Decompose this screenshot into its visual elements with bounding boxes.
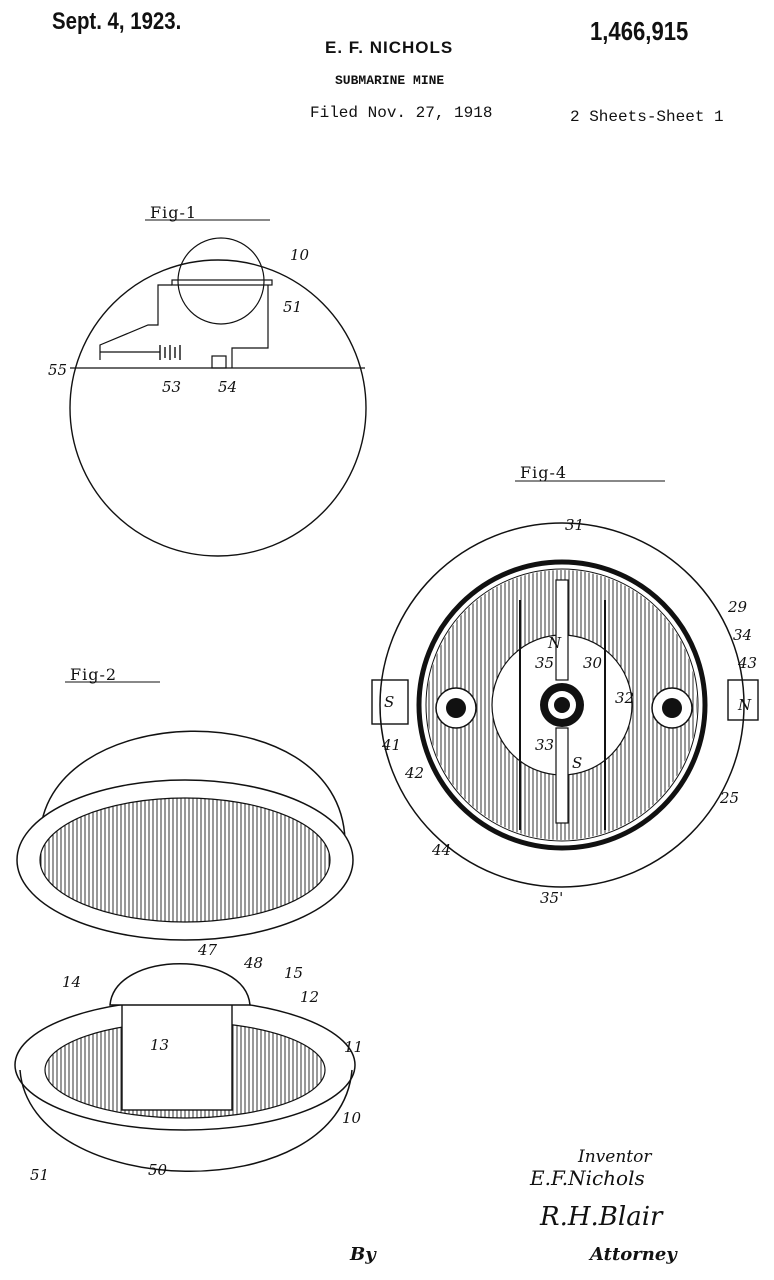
lower-hemisphere: [19, 1069, 353, 1172]
fig2-ref-50: 50: [148, 1161, 168, 1179]
attorney-label: Attorney: [588, 1244, 678, 1265]
fig4-ref-43: 43: [737, 654, 757, 672]
fig4-pole-n-right: N: [737, 696, 752, 714]
inventor-signature: E.F.Nichols: [529, 1166, 645, 1190]
fig2-ref-15: 15: [284, 964, 303, 982]
patent-date: Sept. 4, 1923.: [52, 8, 182, 35]
fig4-ref-29: 29: [727, 598, 748, 616]
attorney-signature: R.H.Blair: [539, 1202, 664, 1232]
fig2-ref-14: 14: [62, 973, 81, 991]
fig1-label: Fig-1: [150, 203, 197, 222]
fig4-ref-41: 41: [381, 736, 401, 754]
figure-4: Fig-4 31 29 34 43 N 35 30 32 33 S: [371, 463, 759, 907]
fig4-ref-35: 35: [535, 654, 554, 672]
sheet-count: 2 Sheets-Sheet 1: [570, 108, 724, 126]
fig2-ref-51: 51: [30, 1166, 49, 1184]
fig4-ref-33: 33: [535, 736, 554, 754]
fig2-ref-13: 13: [150, 1036, 169, 1054]
fig4-ref-30: 30: [583, 654, 603, 672]
fig2-ref-12: 12: [300, 988, 319, 1006]
by-label: By: [349, 1244, 377, 1265]
fig1-ref-53: 53: [162, 378, 181, 396]
fig4-ref-25: 25: [719, 789, 739, 807]
mine-sphere-outline: [69, 259, 367, 557]
inventor-name: E. F. NICHOLS: [325, 38, 454, 57]
patent-title: SUBMARINE MINE: [335, 73, 445, 88]
fig2-ref-11: 11: [344, 1038, 363, 1056]
fig4-ref-35-prime: 35': [540, 889, 563, 907]
fig1-ref-55: 55: [48, 361, 67, 379]
fig1-ref-10: 10: [290, 246, 310, 264]
filed-date: Filed Nov. 27, 1918: [310, 104, 493, 122]
fig1-ref-54: 54: [218, 378, 237, 396]
fig4-pole-n-top: N: [547, 634, 562, 652]
fig4-ref-31: 31: [565, 516, 584, 534]
fig4-ref-34: 34: [733, 626, 752, 644]
signature-block: Inventor E.F.Nichols R.H.Blair By Attorn…: [349, 1147, 678, 1265]
fig4-pole-s-bottom: S: [572, 754, 582, 772]
fig4-label: Fig-4: [520, 463, 567, 482]
fig2-ref-48: 48: [243, 954, 263, 972]
fig4-pole-s-left: S: [384, 693, 394, 711]
figure-2: Fig-2 47 48 15 14 12 11 13 10 51 50: [14, 665, 363, 1184]
fig4-ref-44: 44: [431, 841, 451, 859]
fig2-ref-47: 47: [197, 941, 218, 959]
patent-number: 1,466,915: [590, 16, 689, 46]
upper-hemisphere: [39, 730, 346, 841]
fig1-ref-51: 51: [283, 298, 302, 316]
fig2-ref-10: 10: [342, 1109, 362, 1127]
fig4-ref-42: 42: [404, 764, 424, 782]
fig4-ref-32: 32: [615, 689, 634, 707]
figure-1: Fig-1 10 51 55 53 54: [48, 203, 367, 557]
inventor-label: Inventor: [577, 1147, 652, 1167]
fig2-label: Fig-2: [70, 665, 117, 684]
